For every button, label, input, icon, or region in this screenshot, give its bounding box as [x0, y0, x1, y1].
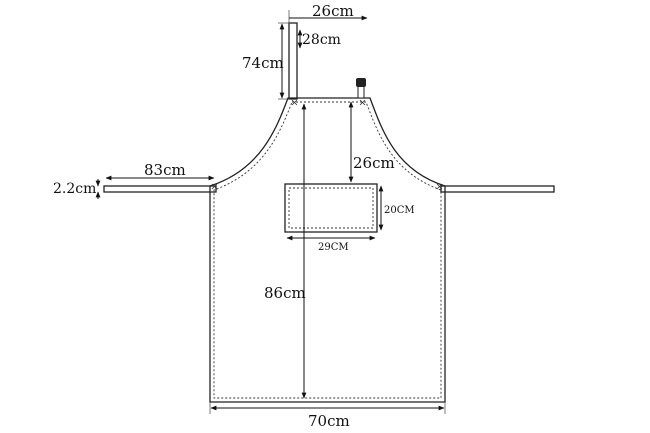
neck-strap-buckle — [356, 78, 366, 99]
pocket-position-label: 26cm — [353, 154, 395, 172]
side-strap-width-label: 2.2cm — [53, 181, 96, 197]
body-height-label: 86cm — [264, 284, 306, 302]
body-width-dimension — [209, 402, 446, 414]
neck-strap-length-dimension — [278, 22, 290, 100]
top-width-dimension — [288, 10, 368, 24]
pocket-height-label: 20CM — [384, 205, 415, 216]
pocket — [284, 183, 378, 233]
stitch-crosses — [211, 99, 443, 190]
neck-strap — [288, 22, 298, 100]
apron-body-stitching — [213, 101, 442, 399]
side-strap-length-label: 83cm — [144, 161, 186, 179]
right-side-strap — [440, 185, 555, 193]
pocket-stitching — [288, 187, 374, 229]
neck-strap-length-label: 74cm — [242, 54, 284, 72]
left-side-strap — [103, 185, 217, 193]
neck-strap-width-label: 28cm — [302, 32, 341, 48]
body-width-label: 70cm — [308, 412, 350, 430]
pocket-width-label: 29CM — [318, 242, 349, 253]
top-width-label: 26cm — [312, 2, 354, 20]
